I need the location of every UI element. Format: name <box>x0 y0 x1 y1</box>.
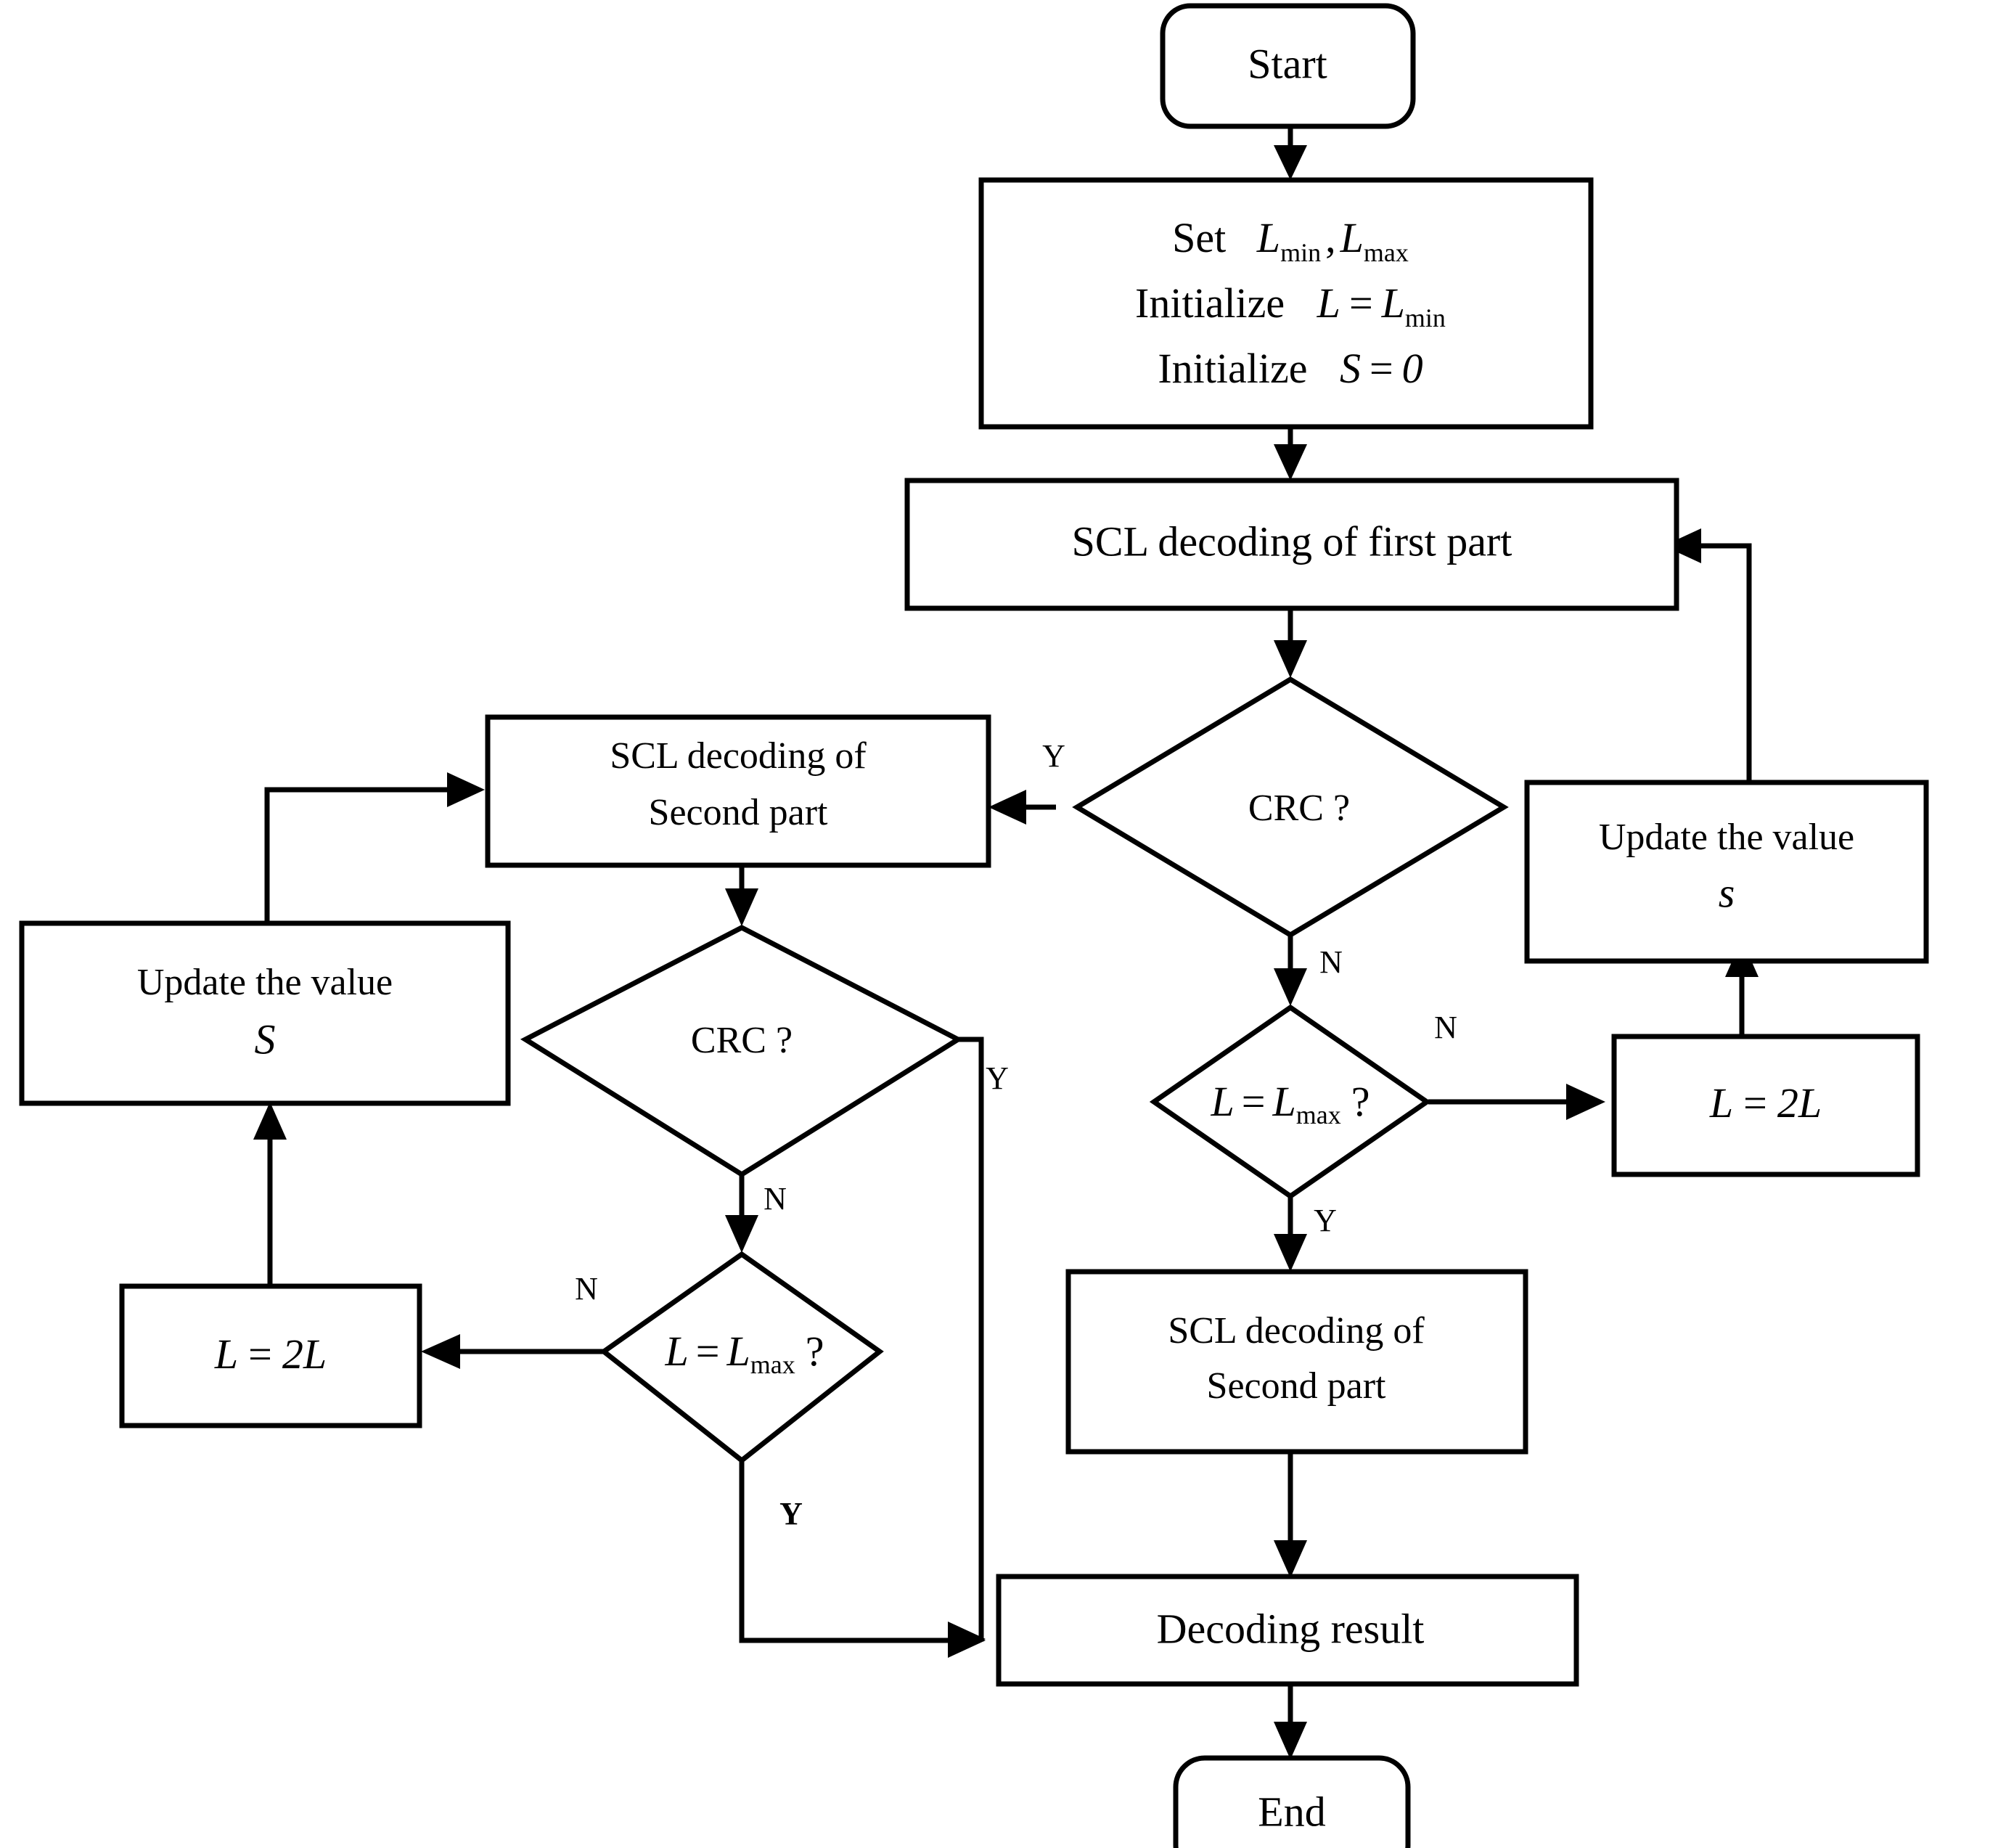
node-scl-second-part-bottom-line2: Second part <box>1207 1365 1386 1407</box>
connector-crc-left-no-to-lmax-left <box>725 1176 758 1253</box>
node-crc-left-decision[interactable]: CRC ? <box>520 925 964 1178</box>
node-initialize-line2: Initialize L=Lmin <box>1135 279 1446 332</box>
node-double-l-right-label: L=2L <box>1709 1079 1822 1127</box>
node-end[interactable]: End <box>1173 1755 1411 1848</box>
node-initialize[interactable]: Set Lmin,Lmax Initialize L=Lmin Initiali… <box>978 177 1594 430</box>
connector-scl-second-left-to-crc-left <box>725 865 758 926</box>
branch-label-lmax-right-yes: Y <box>1314 1203 1337 1238</box>
connector-scl-second-bottom-to-result <box>1274 1450 1307 1578</box>
branch-label-lmax-left-yes: Y <box>779 1496 803 1532</box>
node-start-label: Start <box>1248 40 1327 87</box>
node-scl-second-part-left[interactable]: SCL decoding of Second part <box>485 714 991 868</box>
node-update-value-s-left[interactable]: Update the value S <box>19 920 511 1106</box>
connector-crc-no-to-lmax-right <box>1274 936 1307 1006</box>
connector-start-to-init <box>1274 125 1307 180</box>
node-initialize-line3: Initialize S=0 <box>1158 345 1422 392</box>
node-scl-second-part-left-line2: Second part <box>649 792 828 833</box>
connector-update-s-to-scl-first <box>1663 528 1752 860</box>
branch-label-crc-top-no: N <box>1319 944 1343 980</box>
connector-crc-yes-to-scl-second-left <box>988 790 1056 825</box>
connector-lmax-left-no-to-double-l-left <box>421 1334 621 1369</box>
node-scl-first-part-label: SCL decoding of first part <box>1072 518 1512 565</box>
node-scl-second-part-bottom-line1: SCL decoding of <box>1168 1310 1425 1352</box>
connector-lmax-right-yes-to-scl-second-bottom <box>1274 1198 1307 1272</box>
branch-label-crc-left-no: N <box>763 1181 787 1217</box>
node-update-value-s-right[interactable]: Update the value s <box>1524 780 1929 964</box>
node-decoding-result-label: Decoding result <box>1157 1605 1425 1652</box>
node-lmax-check-left-label: L=Lmax? <box>665 1328 824 1379</box>
node-double-l-right[interactable]: L=2L <box>1611 1034 1920 1177</box>
node-lmax-check-right-label: L=Lmax? <box>1211 1078 1370 1129</box>
connector-result-to-end <box>1274 1683 1307 1759</box>
node-crc-top-label: CRC ? <box>1248 788 1350 829</box>
node-crc-left-label: CRC ? <box>691 1020 793 1061</box>
node-update-value-s-right-line1: Update the value <box>1599 817 1854 858</box>
connector-scl-first-to-crc <box>1274 608 1307 678</box>
node-lmax-check-left-decision[interactable]: L=Lmax? <box>599 1251 884 1464</box>
node-update-value-s-left-line2: S <box>255 1015 276 1063</box>
connector-lmax-right-no-to-double-l <box>1428 1084 1605 1120</box>
connector-init-to-scl-first <box>1274 425 1307 481</box>
connector-update-s-left-to-scl-second-left <box>264 772 485 923</box>
node-scl-second-part-left-line1: SCL decoding of <box>610 735 867 777</box>
node-update-value-s-left-line1: Update the value <box>137 962 393 1003</box>
branch-label-crc-left-yes: Y <box>986 1060 1009 1096</box>
node-initialize-line1: Set Lmin,Lmax <box>1172 214 1409 267</box>
branch-label-lmax-left-no: N <box>575 1271 598 1307</box>
connector-double-l-left-to-update-s-left <box>253 1102 287 1285</box>
connector-lmax-left-yes-to-result <box>739 1462 986 1658</box>
node-end-label: End <box>1258 1788 1325 1835</box>
node-scl-second-part-bottom[interactable]: SCL decoding of Second part <box>1065 1269 1528 1455</box>
branch-label-lmax-right-no: N <box>1434 1010 1457 1045</box>
node-crc-top-decision[interactable]: CRC ? <box>1072 676 1509 939</box>
connector-crc-left-yes-to-result <box>948 1037 986 1656</box>
node-double-l-left-label: L=2L <box>214 1330 327 1378</box>
node-decoding-result[interactable]: Decoding result <box>996 1574 1579 1687</box>
node-double-l-left[interactable]: L=2L <box>119 1283 422 1428</box>
node-lmax-check-right-decision[interactable]: L=Lmax? <box>1149 1004 1432 1200</box>
node-scl-first-part[interactable]: SCL decoding of first part <box>904 478 1679 611</box>
node-update-value-s-right-line2: s <box>1719 869 1735 916</box>
branch-label-crc-top-yes: Y <box>1042 738 1065 774</box>
node-start[interactable]: Start <box>1160 3 1416 129</box>
